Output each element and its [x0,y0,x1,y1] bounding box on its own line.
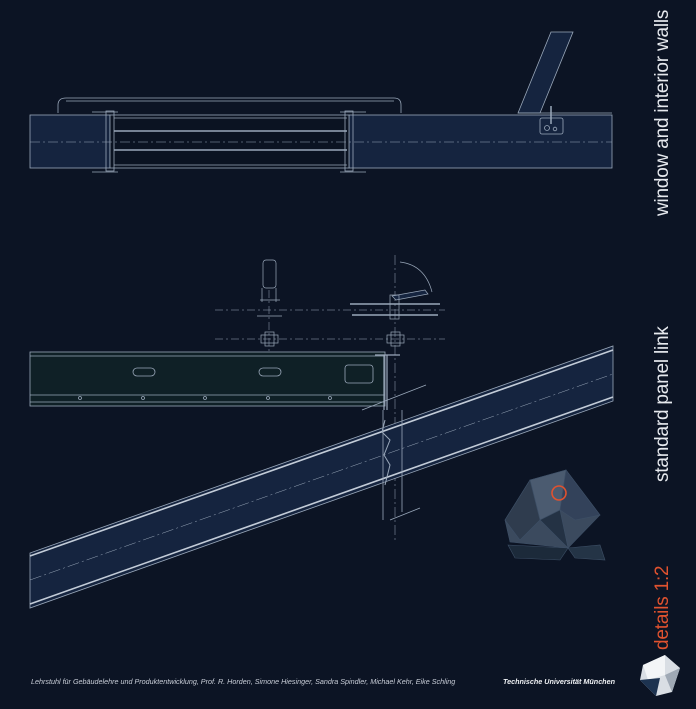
logo-icon [640,655,680,696]
section-title-window-walls: window and interior walls [652,9,673,216]
wall-panel-left [29,114,111,169]
window-opening [109,114,350,169]
window-frame-cap [57,97,402,113]
clamp-handle [344,364,374,384]
clamp-fixture-details [215,255,445,540]
i-profile [375,354,400,410]
tilted-panel [517,31,574,114]
frame-profile-left [105,110,115,172]
rotation-arc [399,261,433,293]
wall-panel-right [348,114,613,169]
clamp-lever [391,289,429,301]
scale-label: details 1:2 [652,565,673,650]
horizontal-panel [29,351,386,407]
window-wall-detail [29,31,613,173]
footer-institution: Technische Universität München [503,677,615,686]
highlight-ring [551,485,567,501]
section-title-panel-link: standard panel link [652,326,673,482]
panel-3d-model [504,469,606,561]
clamp-handle-side [262,259,277,289]
frame-profile-right [344,110,354,172]
panel-link-detail [29,345,614,609]
footer-credits: Lehrstuhl für Gebäudelehre und Produkten… [31,677,456,686]
